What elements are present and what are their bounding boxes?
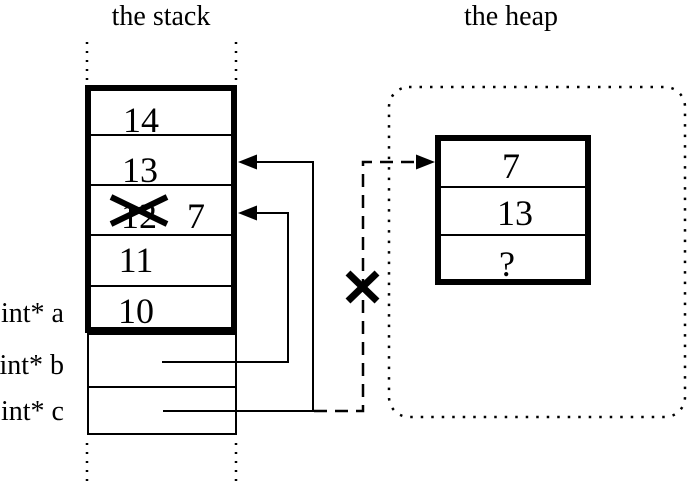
stack-cell-new-value: 7	[187, 196, 205, 236]
stack-cell-value: 10	[118, 291, 154, 331]
heap-block-frame	[435, 135, 591, 285]
heap-cell-value: 13	[497, 193, 533, 233]
heap-region-outline	[387, 85, 687, 419]
heap-cell-value: 7	[502, 146, 520, 186]
invalid-pointer-x-icon	[345, 270, 380, 304]
pointer-c-to-stack-line	[163, 161, 314, 412]
variable-label-b: int* b	[0, 350, 64, 381]
stack-cell-value: 14	[123, 100, 159, 140]
heap-cell-value: ?	[499, 244, 515, 284]
stack-locals-frame	[87, 333, 237, 435]
heap-title: the heap	[464, 1, 558, 32]
cross-out-icon	[109, 194, 169, 227]
arrowhead-icon	[238, 205, 257, 221]
arrowhead-icon	[416, 154, 435, 170]
stack-cell-value: 11	[119, 240, 154, 280]
pointer-b-to-stack-line	[162, 212, 289, 363]
variable-label-c: int* c	[1, 396, 64, 427]
arrowhead-icon	[238, 154, 257, 170]
stack-frame	[85, 85, 237, 333]
stack-cell-value: 13	[122, 150, 158, 190]
variable-label-a: int* a	[1, 298, 65, 329]
stack-title: the stack	[112, 1, 211, 32]
